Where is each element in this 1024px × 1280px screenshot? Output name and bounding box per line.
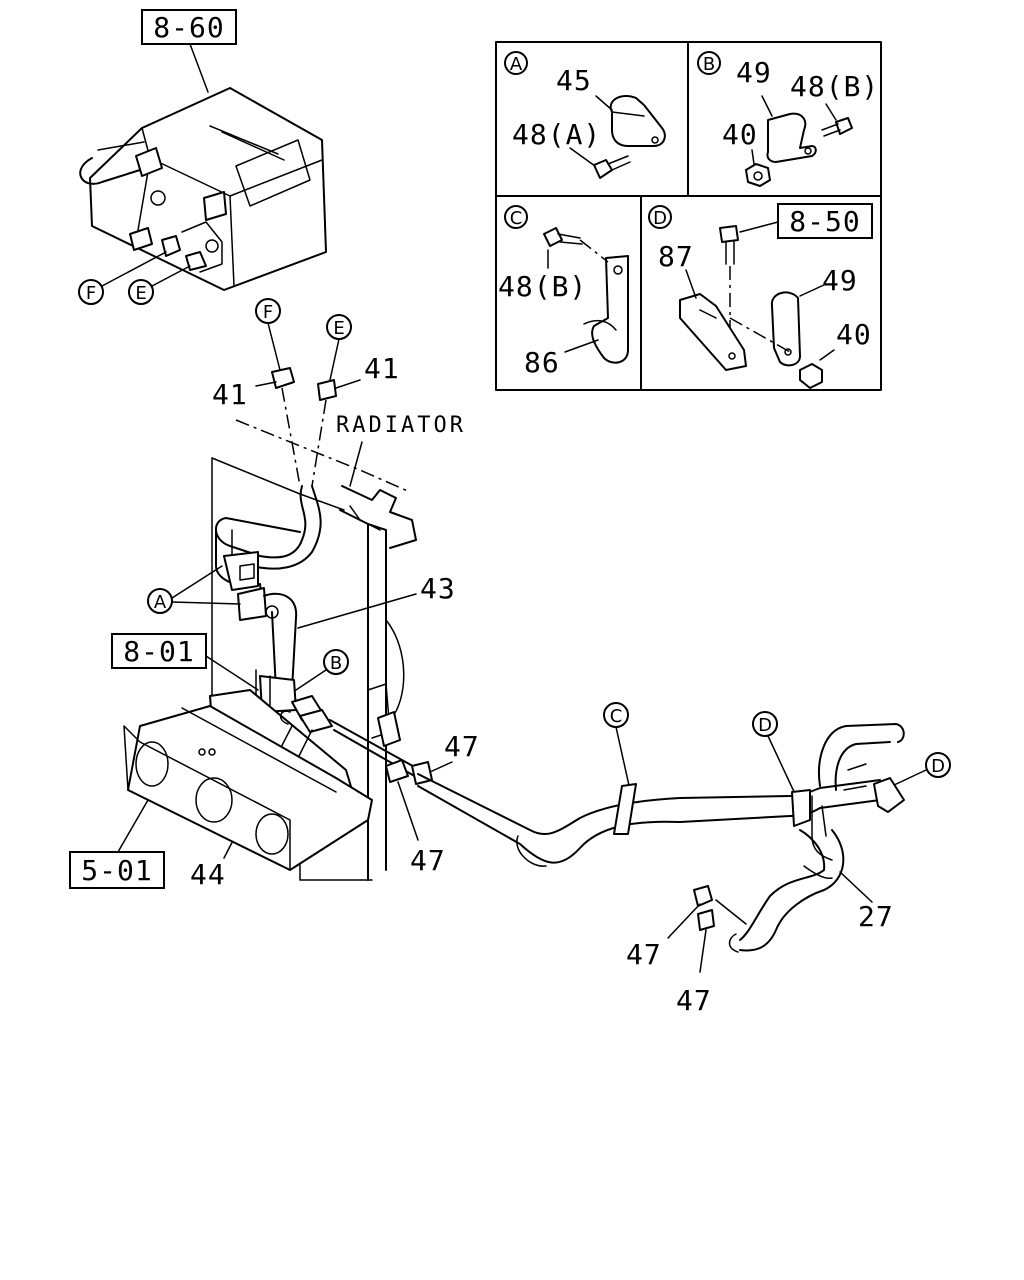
callout-circle-b bbox=[697, 51, 721, 75]
part-41-label-left: 41 bbox=[212, 378, 248, 411]
part-48b-label-c: 48(B) bbox=[498, 270, 587, 303]
callout-circle-b-main bbox=[323, 649, 349, 675]
callout-d-label: D bbox=[653, 208, 667, 229]
clamp-41-right bbox=[317, 379, 337, 401]
callout-f-label: F bbox=[263, 302, 273, 323]
clamp-47-b bbox=[411, 761, 433, 785]
ref-box-5-01[interactable]: 5-01 bbox=[69, 851, 165, 889]
clip-86-shape bbox=[591, 255, 629, 364]
ref-box-8-50[interactable]: 8-50 bbox=[777, 203, 873, 239]
hose-27-assembly: C D D bbox=[417, 702, 951, 973]
clip-d-left bbox=[791, 789, 811, 827]
clip-49-shape bbox=[766, 112, 817, 163]
callout-circle-d-right bbox=[925, 752, 951, 778]
part-49-label-d: 49 bbox=[822, 264, 858, 297]
callout-circle-d-left bbox=[752, 711, 778, 737]
callout-circle-d bbox=[648, 205, 672, 229]
clamp-47-d bbox=[697, 909, 715, 931]
clip-c-main bbox=[613, 783, 637, 835]
clip-45-shape bbox=[609, 94, 666, 147]
callout-e-label: E bbox=[333, 318, 344, 339]
part-47-label-a: 47 bbox=[444, 730, 480, 763]
radiator: RADIATOR bbox=[211, 413, 466, 881]
part-47-label-c: 47 bbox=[626, 938, 662, 971]
ref-5-01-text: 5-01 bbox=[81, 854, 152, 887]
callout-circle-e-top bbox=[128, 279, 154, 305]
callout-circle-a bbox=[504, 51, 528, 75]
part-44-label: 44 bbox=[190, 858, 226, 891]
detail-panel-b: B bbox=[697, 51, 853, 187]
part-40-label-d: 40 bbox=[836, 318, 872, 351]
callout-b-main-label: B bbox=[330, 653, 342, 674]
nut-40-shape bbox=[745, 163, 771, 187]
callout-e-top-label: E bbox=[135, 283, 146, 304]
callout-d-right-label: D bbox=[931, 756, 945, 777]
ref-box-8-60[interactable]: 8-60 bbox=[141, 9, 237, 45]
clip-a-upper bbox=[223, 551, 259, 591]
detail-panel-a: A bbox=[504, 51, 666, 179]
radiator-label: RADIATOR bbox=[336, 413, 466, 438]
frame-crossmember bbox=[117, 705, 373, 871]
callout-d-left-label: D bbox=[758, 715, 772, 736]
part-45-label: 45 bbox=[556, 64, 592, 97]
callout-a-label: A bbox=[510, 54, 523, 75]
part-labels: 45 48(A) 49 48(B) 40 48(B) 86 87 49 40 4… bbox=[190, 56, 894, 1017]
part-86-label: 86 bbox=[524, 346, 560, 379]
callout-circle-a-main bbox=[147, 588, 173, 614]
part-48a-label: 48(A) bbox=[512, 118, 601, 151]
part-43-label: 43 bbox=[420, 572, 456, 605]
clamp-47-a bbox=[385, 759, 409, 783]
detail-panel-c: C bbox=[504, 205, 629, 364]
part-47-label-d: 47 bbox=[676, 984, 712, 1017]
callout-circle-f-top bbox=[78, 279, 104, 305]
clip-49d-shape bbox=[770, 291, 801, 367]
callout-f-top-label: F bbox=[86, 283, 96, 304]
callout-a-main-label: A bbox=[154, 592, 167, 613]
part-41-label-right: 41 bbox=[364, 352, 400, 385]
bracket-87-shape bbox=[679, 293, 747, 371]
part-27-label: 27 bbox=[858, 900, 894, 933]
part-87-label: 87 bbox=[658, 240, 694, 273]
part-40-label-b: 40 bbox=[722, 118, 758, 151]
callout-c-main-label: C bbox=[610, 706, 623, 727]
ref-box-8-01[interactable]: 8-01 bbox=[111, 633, 207, 669]
part-47-label-b: 47 bbox=[410, 844, 446, 877]
callout-c-label: C bbox=[510, 208, 523, 229]
ref-8-01-text: 8-01 bbox=[123, 635, 194, 668]
clip-a-lower bbox=[237, 587, 267, 621]
hose-clamps-41: F E bbox=[255, 298, 361, 487]
clamp-47-c bbox=[693, 885, 713, 907]
part-49-label-b: 49 bbox=[736, 56, 772, 89]
part-48b-label-b: 48(B) bbox=[790, 70, 879, 103]
callout-circle-c bbox=[504, 205, 528, 229]
clip-d-right bbox=[873, 777, 905, 813]
clamp-41-left bbox=[271, 367, 295, 389]
detail-panel-d: D bbox=[648, 205, 835, 389]
ref-8-50-text: 8-50 bbox=[789, 205, 860, 238]
heater-unit-assembly: F E bbox=[78, 43, 327, 305]
callout-b-label: B bbox=[703, 54, 715, 75]
ref-8-60-text: 8-60 bbox=[153, 11, 224, 44]
